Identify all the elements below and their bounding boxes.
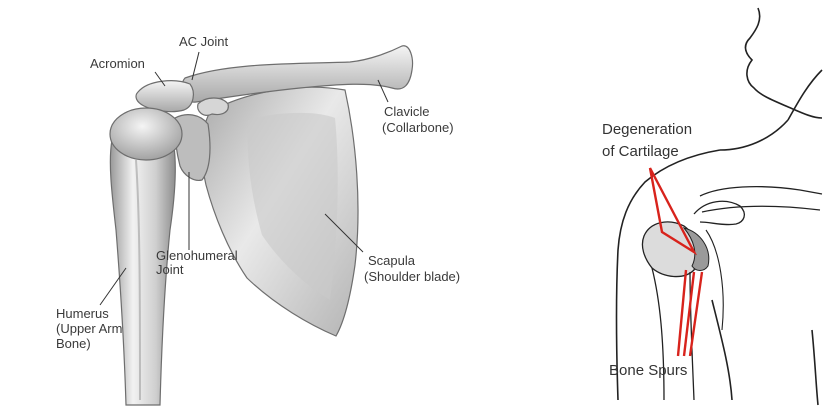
shoulder-blade-label: (Shoulder blade): [364, 269, 460, 284]
collarbone-label: (Collarbone): [382, 120, 454, 135]
shoulder-anatomy-illustration: AC Joint Acromion Clavicle (Collarbone) …: [56, 34, 460, 405]
cartilage-label: of Cartilage: [602, 143, 679, 160]
bone-spurs-label: Bone Spurs: [609, 362, 687, 379]
glenohumeral-label: Glenohumeral: [156, 248, 238, 263]
arthritis-illustration: [617, 8, 823, 405]
ac-joint-label: AC Joint: [179, 34, 229, 49]
clavicle-label: Clavicle: [384, 104, 430, 119]
upper-arm-label: (Upper Arm: [56, 321, 122, 336]
acromion-label: Acromion: [90, 56, 145, 71]
head-outline: [746, 8, 822, 118]
coracoid-shape: [198, 98, 229, 115]
glenohumeral-joint-label: Joint: [156, 262, 184, 277]
bone-label: Bone): [56, 336, 91, 351]
degeneration-label: Degeneration: [602, 121, 692, 138]
humerus-label: Humerus: [56, 306, 109, 321]
humeral-head: [110, 108, 182, 160]
scapula-label: Scapula: [368, 253, 416, 268]
